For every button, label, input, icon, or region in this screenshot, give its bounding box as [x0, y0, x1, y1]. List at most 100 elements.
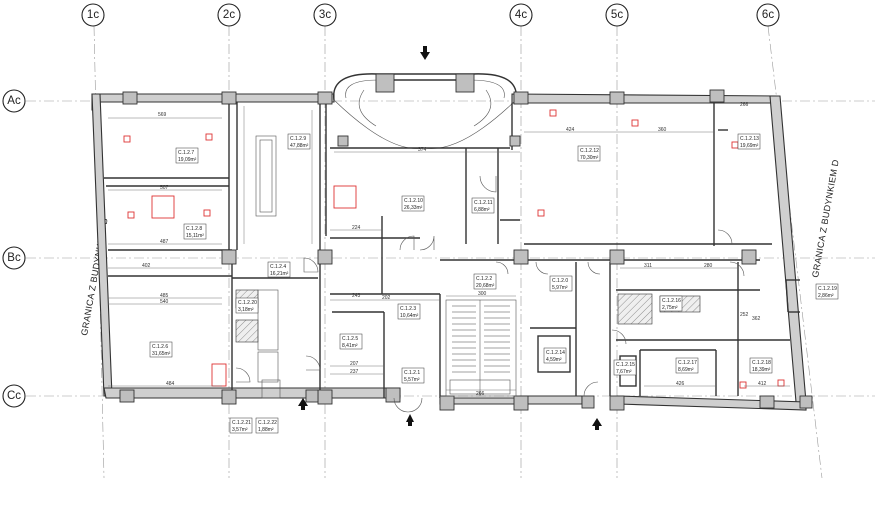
svg-text:C.1.2.0: C.1.2.0 [552, 278, 568, 284]
dim-right-e: 426 [676, 381, 685, 387]
svg-text:4c: 4c [515, 9, 527, 21]
svg-text:C.1.2.1: C.1.2.1 [404, 370, 420, 376]
axis-bubble-bc: Bc [2, 246, 26, 270]
svg-text:6,88m²: 6,88m² [474, 207, 490, 213]
axis-bubble-6c: 6c [756, 3, 780, 27]
svg-text:C.1.2.20: C.1.2.20 [238, 300, 257, 306]
axis-bubble-cc: Cc [2, 384, 26, 408]
axis-bubble-ac: Ac [2, 89, 26, 113]
room-label: C.1.2.05,97m² [549, 275, 573, 292]
outer-walls [91, 93, 807, 411]
dim-mid-left: 507 [160, 185, 169, 191]
svg-text:C.1.2.13: C.1.2.13 [740, 136, 759, 142]
small-rooms [257, 289, 637, 399]
dim-right-d: 280 [704, 263, 713, 269]
staircase [445, 299, 517, 397]
entrance-arrow-top [420, 52, 430, 60]
svg-text:26,33m²: 26,33m² [404, 205, 423, 211]
hatched-zones [235, 289, 701, 343]
room-label: C.1.2.815,11m² [183, 223, 207, 240]
svg-text:C.1.2.17: C.1.2.17 [678, 360, 697, 366]
room-label: C.1.2.310,64m² [397, 303, 421, 320]
dim-right-b: 360 [658, 127, 667, 133]
room-label: C.1.2.192,86m² [815, 283, 839, 300]
svg-text:C.1.2.9: C.1.2.9 [290, 136, 306, 142]
doors [235, 175, 745, 430]
svg-text:1,88m²: 1,88m² [258, 427, 274, 433]
svg-text:C.1.2.11: C.1.2.11 [474, 200, 493, 206]
svg-text:3,57m²: 3,57m² [232, 427, 248, 433]
dim-small-a: 207 [350, 361, 359, 367]
svg-text:4,59m²: 4,59m² [546, 357, 562, 363]
dim-stair-bottom: 266 [476, 391, 485, 397]
room-label: C.1.2.203,18m² [235, 297, 259, 314]
svg-text:C.1.2.2: C.1.2.2 [476, 276, 492, 282]
svg-text:3c: 3c [319, 9, 331, 21]
room-label: C.1.2.157,67m² [613, 359, 637, 376]
svg-text:C.1.2.14: C.1.2.14 [546, 350, 565, 356]
svg-text:5,57m²: 5,57m² [404, 377, 420, 383]
room-label: C.1.2.416,21m² [267, 261, 291, 278]
dim-top-corner: 266 [740, 102, 749, 108]
svg-text:70,30m²: 70,30m² [580, 155, 599, 161]
dim-right-h: 252 [740, 312, 749, 318]
svg-text:18,39m²: 18,39m² [752, 367, 771, 373]
dim-strip-left: 402 [142, 263, 151, 269]
room-label: C.1.2.162,75m² [659, 295, 683, 312]
svg-text:5c: 5c [611, 9, 623, 21]
svg-text:10,64m²: 10,64m² [400, 313, 419, 319]
svg-text:C.1.2.3: C.1.2.3 [400, 306, 416, 312]
dim-right-c: 311 [644, 263, 652, 269]
svg-text:8,41m²: 8,41m² [342, 343, 358, 349]
axis-bubble-3c: 3c [313, 3, 337, 27]
dimension-lines [108, 106, 790, 391]
dim-right-f: 412 [758, 381, 767, 387]
svg-text:6c: 6c [762, 9, 774, 21]
dim-stair-w: 300 [478, 291, 487, 297]
svg-text:19,09m²: 19,09m² [178, 157, 197, 163]
svg-text:C.1.2.12: C.1.2.12 [580, 148, 599, 154]
dim-top-left: 569 [158, 112, 167, 118]
svg-text:5,97m²: 5,97m² [552, 285, 568, 291]
svg-text:C.1.2.21: C.1.2.21 [232, 420, 251, 426]
axis-bubble-2c: 2c [217, 3, 241, 27]
svg-text:16,21m²: 16,21m² [270, 271, 289, 277]
svg-text:C.1.2.19: C.1.2.19 [818, 286, 837, 292]
fixtures [123, 109, 785, 389]
room-label: C.1.2.220,68m² [473, 273, 497, 290]
room-label: C.1.2.58,41m² [339, 333, 363, 350]
axis-bubble-1c: 1c [81, 3, 105, 27]
svg-text:15,11m²: 15,11m² [186, 233, 204, 239]
svg-text:C.1.2.4: C.1.2.4 [270, 264, 286, 270]
svg-text:C.1.2.16: C.1.2.16 [662, 298, 681, 304]
svg-text:31,65m²: 31,65m² [152, 351, 171, 357]
svg-text:19,69m²: 19,69m² [740, 143, 759, 149]
room-label: C.1.2.631,65m² [149, 341, 173, 358]
room-label: C.1.2.221,88m² [255, 417, 279, 434]
room-label: C.1.2.947,88m² [287, 133, 311, 150]
dim-right-g: 362 [752, 316, 761, 322]
room-label: C.1.2.15,57m² [401, 367, 425, 384]
dim-low-left: 487 [160, 239, 169, 245]
svg-text:2,75m²: 2,75m² [662, 305, 678, 311]
dim-core-a: 224 [352, 225, 361, 231]
svg-text:C.1.2.15: C.1.2.15 [616, 362, 635, 368]
svg-text:7,67m²: 7,67m² [616, 369, 632, 375]
svg-text:C.1.2.18: C.1.2.18 [752, 360, 771, 366]
dim-core-b: 243 [352, 293, 361, 299]
dim-row2-left: 540 [160, 299, 169, 305]
side-label-right: GRANICA Z BUDYNKIEM D [810, 158, 841, 278]
dim-right-a: 424 [566, 127, 575, 133]
dim-core-c: 202 [382, 295, 391, 301]
partitions [104, 102, 800, 398]
room-label: C.1.2.213,57m² [229, 417, 253, 434]
axis-bubble-5c: 5c [605, 3, 629, 27]
svg-text:3,18m²: 3,18m² [238, 307, 254, 313]
svg-text:C.1.2.6: C.1.2.6 [152, 344, 168, 350]
svg-text:8,69m²: 8,69m² [678, 367, 694, 373]
axis-bubble-4c: 4c [509, 3, 533, 27]
entrance-rotunda [333, 46, 517, 149]
svg-text:C.1.2.22: C.1.2.22 [258, 420, 277, 426]
